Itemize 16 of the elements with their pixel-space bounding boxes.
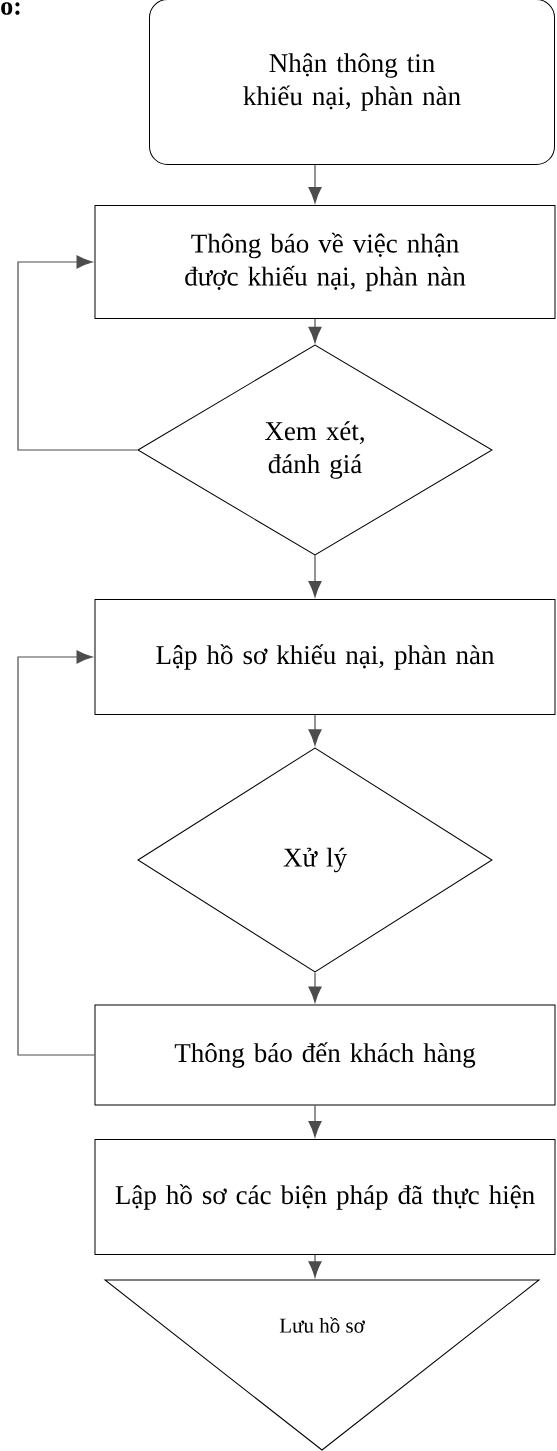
process-box: Thông báo đến khách hàng bbox=[94, 1004, 556, 1106]
arrow bbox=[308, 554, 322, 598]
process-box: Thông báo về việc nhận được khiếu nại, phàn nàn bbox=[94, 205, 556, 319]
arrow bbox=[308, 972, 322, 1003]
start-box: Nhận thông tin khiếu nại, phàn nàn bbox=[149, 0, 555, 165]
arrow bbox=[308, 164, 322, 204]
arrow bbox=[17, 255, 138, 451]
arrow bbox=[308, 1104, 322, 1138]
arrow bbox=[308, 318, 322, 344]
arrow bbox=[308, 1254, 322, 1278]
arrow bbox=[17, 650, 96, 1056]
process-box: Lập hồ sơ các biện pháp đã thực hiện bbox=[94, 1139, 556, 1255]
arrow bbox=[308, 714, 322, 746]
heading-fragment: o: bbox=[1, 2, 20, 15]
storage-triangle: Lưu hồ sơ bbox=[104, 1279, 540, 1451]
process-box: Lập hồ sơ khiếu nại, phàn nàn bbox=[94, 599, 556, 715]
